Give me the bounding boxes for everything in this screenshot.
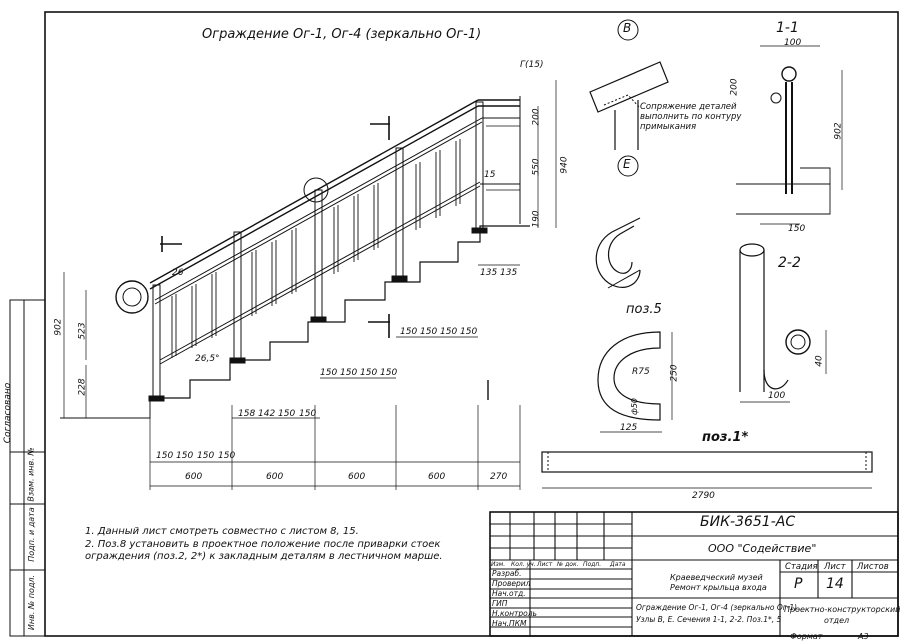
dim-150: 150: [320, 368, 338, 378]
stamp-company: ООО "Содействие": [708, 542, 817, 555]
dim-150: 150: [380, 368, 398, 378]
stamp-object-1: Краеведческий музей: [670, 573, 763, 582]
format-value: А3: [858, 632, 869, 641]
stamp-stage: Р: [794, 576, 803, 592]
note-2: 2. Поз.8 установить в проектное положени…: [85, 538, 441, 550]
dim-150: 150: [278, 409, 296, 419]
dim-100-sec: 100: [784, 38, 802, 48]
weld-note-3: примыкания: [640, 122, 697, 132]
stamp-role-dev: Разраб.: [492, 569, 522, 578]
weld-note-1: Сопряжение деталей: [640, 102, 737, 112]
dim-150: 150: [176, 451, 194, 461]
dim-190: 190: [531, 210, 542, 228]
dim-270: 270: [490, 472, 508, 482]
note-3: ограждения (поз.2, 2*) к закладным детал…: [85, 551, 443, 562]
g15-label: Г(15): [520, 60, 544, 70]
dim-150: 150: [197, 451, 215, 461]
side-inv-original: Инв. № подл.: [27, 574, 37, 631]
section-1-1-label: 1-1: [776, 20, 799, 36]
stamp-col-kol: Кол. уч.: [511, 561, 536, 568]
side-replace-inv: Взам. инв. №: [26, 447, 36, 502]
format-label: Формат: [790, 632, 823, 641]
dim-phi50: ф50: [630, 397, 640, 416]
view-b-label: B: [623, 21, 632, 35]
dim-523: 523: [77, 322, 88, 340]
dim-600: 600: [185, 472, 203, 482]
dim-150: 150: [156, 451, 174, 461]
stamp-sheet-header: Лист: [824, 562, 846, 572]
stamp-stage-header: Стадия: [785, 562, 818, 572]
dim-902: 902: [53, 318, 64, 336]
stamp-col-date: Дата: [610, 561, 626, 568]
weld-note-2: выполнить по контуру: [640, 112, 742, 122]
dim-150: 150: [218, 451, 236, 461]
dim-250: 250: [669, 364, 680, 382]
dim-600: 600: [348, 472, 366, 482]
stamp-dept-1: Проектно-конструкторский: [784, 605, 901, 614]
stamp-dept-2: отдел: [824, 616, 850, 625]
dim-200: 200: [531, 108, 542, 126]
view-e-label: E: [623, 157, 631, 171]
dim-150: 150: [400, 327, 418, 337]
dim-228: 228: [77, 378, 88, 396]
side-agreed: Согласовано: [3, 382, 14, 444]
stamp-col-izm: Изм.: [491, 561, 506, 568]
dim-150: 150: [360, 368, 378, 378]
side-sign-date: Подп. и дата: [26, 507, 36, 562]
stamp-object-2: Ремонт крыльца входа: [670, 583, 767, 592]
stamp-sheet-title-1: Ограждение Ог-1, Ог-4 (зеркально Ог-1).: [636, 603, 800, 612]
poz5-label: поз.5: [626, 302, 662, 317]
dim-15: 15: [484, 170, 496, 180]
dim-550: 550: [531, 158, 542, 176]
stamp-col-sign: Подп.: [583, 561, 602, 568]
stamp-sheet-number: 14: [826, 576, 844, 592]
dim-40: 40: [814, 355, 825, 367]
dim-200-sec: 200: [729, 78, 740, 96]
stamp-code: БИК-3651-АС: [700, 514, 796, 530]
dim-150: 150: [460, 327, 478, 337]
stamp-role-head: Нач.отд.: [492, 589, 526, 598]
dim-100-sec22: 100: [768, 391, 786, 401]
stamp-role-gip: ГИП: [492, 599, 508, 608]
stamp-sheet-title-2: Узлы В, Е. Сечения 1-1, 2-2. Поз.1*, 5: [636, 615, 782, 624]
stamp-role-ncontrol: Н.контроль: [492, 609, 537, 618]
poz1-label: поз.1*: [702, 430, 749, 445]
dim-150: 150: [420, 327, 438, 337]
general-notes: 1. Данный лист смотреть совместно с лист…: [85, 526, 443, 564]
section-2-2-label: 2-2: [778, 255, 801, 271]
stamp-role-check: Проверил: [492, 579, 531, 588]
dim-2790: 2790: [692, 491, 715, 501]
stamp-col-list: Лист: [537, 561, 553, 568]
dim-150: 150: [299, 409, 317, 419]
stamp-role-pkm: Нач.ПКМ: [492, 619, 527, 628]
dim-150-sec: 150: [788, 224, 806, 234]
stamp-col-doc: № док.: [557, 561, 579, 568]
dim-940: 940: [559, 156, 570, 174]
note-1: 1. Данный лист смотреть совместно с лист…: [85, 526, 359, 537]
dim-158: 158: [238, 409, 256, 419]
dim-angle: 26,5°: [195, 354, 220, 364]
dim-150: 150: [340, 368, 358, 378]
dim-135: 135: [500, 268, 518, 278]
dim-902-sec: 902: [833, 122, 844, 140]
dim-600: 600: [428, 472, 446, 482]
dim-r75: R75: [632, 367, 650, 377]
dim-125: 125: [620, 423, 638, 433]
dim-150: 150: [440, 327, 458, 337]
dim-142: 142: [258, 409, 276, 419]
stamp-sheets-header: Листов: [857, 562, 889, 572]
dim-135: 135: [480, 268, 498, 278]
dim-600: 600: [266, 472, 284, 482]
dim-26: 26: [172, 268, 184, 278]
drawing-title: Ограждение Ог-1, Ог-4 (зеркально Ог-1): [202, 27, 482, 42]
